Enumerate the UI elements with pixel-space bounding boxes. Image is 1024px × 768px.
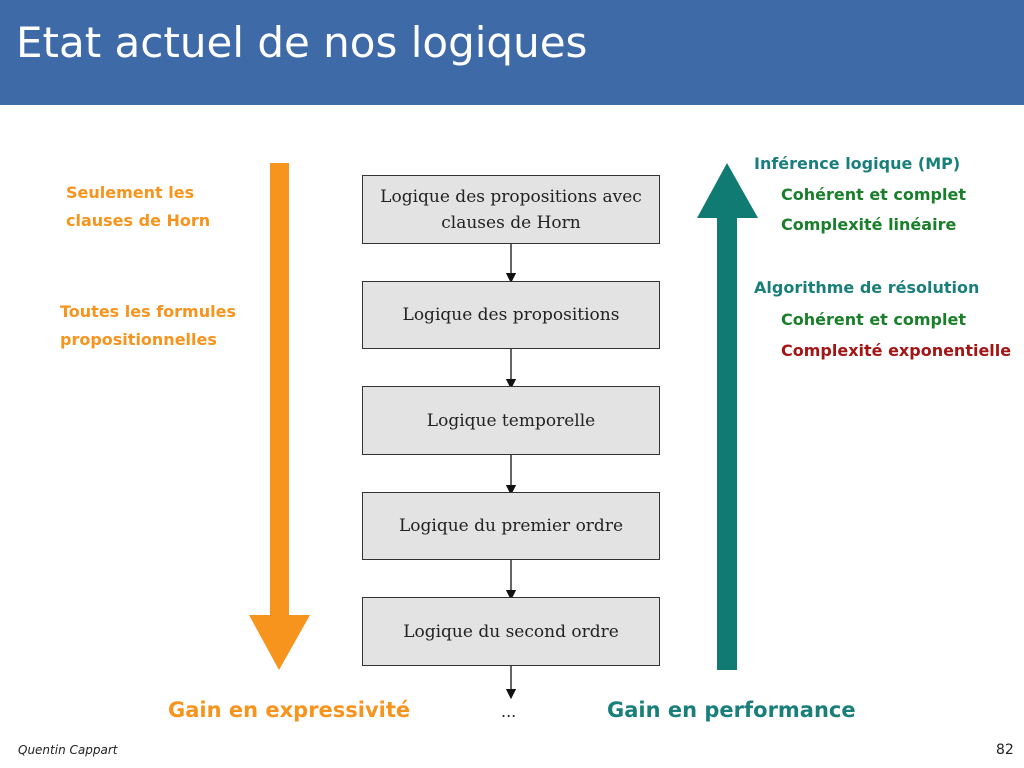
- logic-box-label: Logique des propositions: [402, 305, 620, 325]
- performance-arrow-shaft: [717, 218, 737, 670]
- ellipsis-label: ...: [501, 702, 517, 721]
- inference-heading: Inférence logique (MP): [754, 154, 961, 173]
- logic-box-propositions: Logique des propositions: [362, 281, 660, 349]
- logic-box-label: Logique temporelle: [426, 410, 596, 431]
- performance-arrow: [697, 163, 758, 670]
- performance-arrow-head: [697, 163, 758, 218]
- expressivity-arrow: [249, 163, 310, 670]
- horn-clauses-label: Seulement les clauses de Horn: [66, 183, 211, 230]
- resolution-item-complexity: Complexité exponentielle: [781, 341, 1012, 360]
- gain-performance-label: Gain en performance: [607, 698, 856, 722]
- all-formulas-label: Toutes les formules propositionnelles: [60, 302, 236, 349]
- gain-expressivity-label: Gain en expressivité: [168, 698, 411, 722]
- logic-box-label: Logique des propositions avec clauses de…: [380, 186, 642, 233]
- footer-page-number: 82: [996, 742, 1014, 758]
- logic-box-first-order: Logique du premier ordre: [362, 492, 660, 560]
- logic-box-label: Logique du premier ordre: [398, 516, 624, 536]
- expressivity-arrow-head: [249, 615, 310, 670]
- slide-header: Etat actuel de nos logiques: [0, 0, 1024, 105]
- logic-box-propositions-horn: Logique des propositions avec clauses de…: [362, 175, 660, 244]
- inference-item-coherent: Cohérent et complet: [781, 185, 966, 204]
- logic-box-second-order: Logique du second ordre: [362, 597, 660, 666]
- resolution-item-coherent: Cohérent et complet: [781, 310, 966, 329]
- logic-box-label: Logique du second ordre: [403, 621, 619, 642]
- footer-author: Quentin Cappart: [18, 743, 118, 757]
- inference-item-complexity: Complexité linéaire: [781, 215, 957, 234]
- slide-title: Etat actuel de nos logiques: [16, 18, 588, 67]
- resolution-heading: Algorithme de résolution: [754, 278, 980, 297]
- logic-box-temporal: Logique temporelle: [362, 386, 660, 455]
- expressivity-arrow-shaft: [270, 163, 289, 615]
